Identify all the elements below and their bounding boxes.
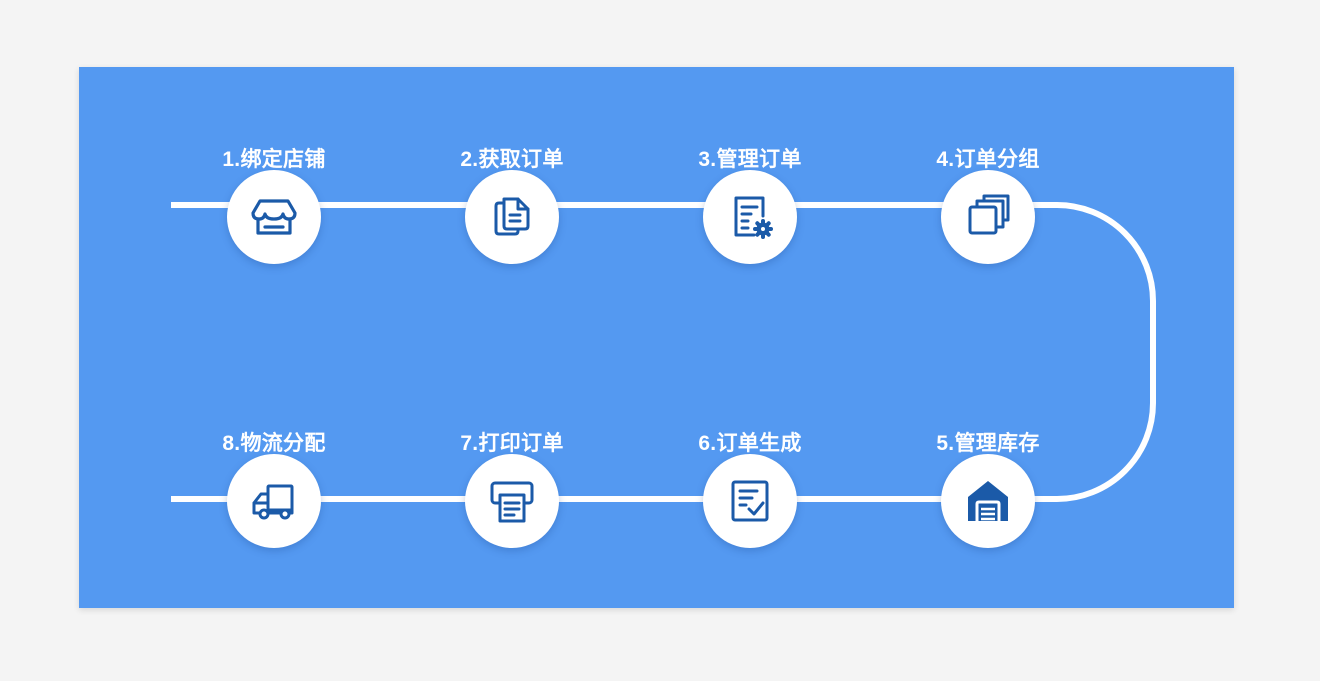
step-label: 3.管理订单 bbox=[698, 148, 802, 171]
documents-icon bbox=[494, 197, 530, 236]
step-label: 1.绑定店铺 bbox=[222, 148, 326, 171]
document-gear-icon bbox=[734, 196, 773, 239]
document-check-icon bbox=[731, 480, 769, 522]
stacked-squares-icon bbox=[968, 194, 1010, 235]
step-label: 6.订单生成 bbox=[698, 432, 802, 455]
step-button-manage-orders[interactable] bbox=[703, 170, 797, 264]
step-label: 7.打印订单 bbox=[460, 432, 564, 455]
step-button-bind-store[interactable] bbox=[227, 170, 321, 264]
step-button-manage-inventory[interactable] bbox=[941, 454, 1035, 548]
truck-icon bbox=[252, 484, 294, 520]
step-button-assign-logistics[interactable] bbox=[227, 454, 321, 548]
step-button-print-order[interactable] bbox=[465, 454, 559, 548]
printer-icon bbox=[490, 481, 534, 523]
step-label: 2.获取订单 bbox=[460, 148, 564, 171]
step-button-get-orders[interactable] bbox=[465, 170, 559, 264]
store-icon bbox=[251, 199, 297, 235]
step-button-group-orders[interactable] bbox=[941, 170, 1035, 264]
warehouse-icon bbox=[968, 481, 1008, 521]
step-label: 4.订单分组 bbox=[936, 148, 1040, 171]
step-label: 5.管理库存 bbox=[936, 432, 1040, 455]
process-flow-panel: 1.绑定店铺 2.获取订单 3.管理订单 bbox=[79, 67, 1234, 608]
flow-track bbox=[171, 202, 1156, 502]
step-label: 8.物流分配 bbox=[222, 432, 326, 455]
step-button-generate-order[interactable] bbox=[703, 454, 797, 548]
